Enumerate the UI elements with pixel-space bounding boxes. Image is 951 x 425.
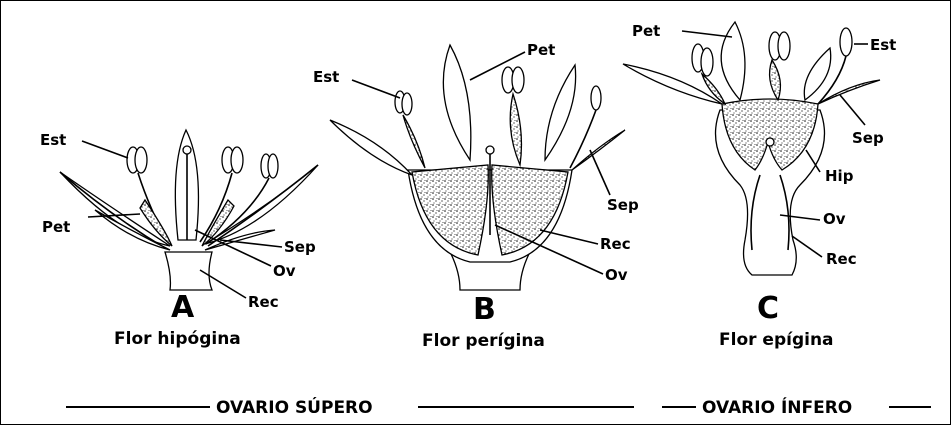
flower-a-pet-label: Pet	[42, 218, 70, 236]
flower-c-ov-label: Ov	[823, 210, 846, 228]
ovario-supero-label: OVARIO SÚPERO	[216, 396, 373, 418]
flower-b-caption: Flor perígina	[422, 331, 545, 351]
flower-a-ov-label: Ov	[273, 262, 296, 280]
flower-c-est-label: Est	[870, 36, 896, 54]
flower-c-drawing	[623, 22, 880, 275]
flower-c-caption: Flor epígina	[719, 330, 834, 350]
flower-c-hip-label: Hip	[825, 167, 854, 185]
flower-b-sep-label: Sep	[607, 196, 639, 214]
flower-a-letter: A	[171, 290, 195, 325]
flower-c-rec-label: Rec	[826, 250, 857, 268]
ovario-infero-label: OVARIO ÍNFERO	[702, 396, 852, 418]
flower-a-est-label: Est	[40, 131, 66, 149]
flower-b-pet-label: Pet	[527, 41, 555, 59]
flower-c-pet-label: Pet	[632, 22, 660, 40]
flower-c-sep-label: Sep	[852, 129, 884, 147]
flower-b-drawing	[330, 45, 625, 290]
flower-c-letter: C	[757, 291, 779, 326]
flower-a-sep-label: Sep	[284, 238, 316, 256]
flower-b-est-label: Est	[313, 68, 339, 86]
flower-a-caption: Flor hipógina	[114, 329, 241, 349]
flower-b-letter: B	[473, 292, 496, 327]
flower-b-ov-label: Ov	[605, 266, 628, 284]
flower-b-rec-label: Rec	[600, 235, 631, 253]
flower-a-rec-label: Rec	[248, 293, 279, 311]
